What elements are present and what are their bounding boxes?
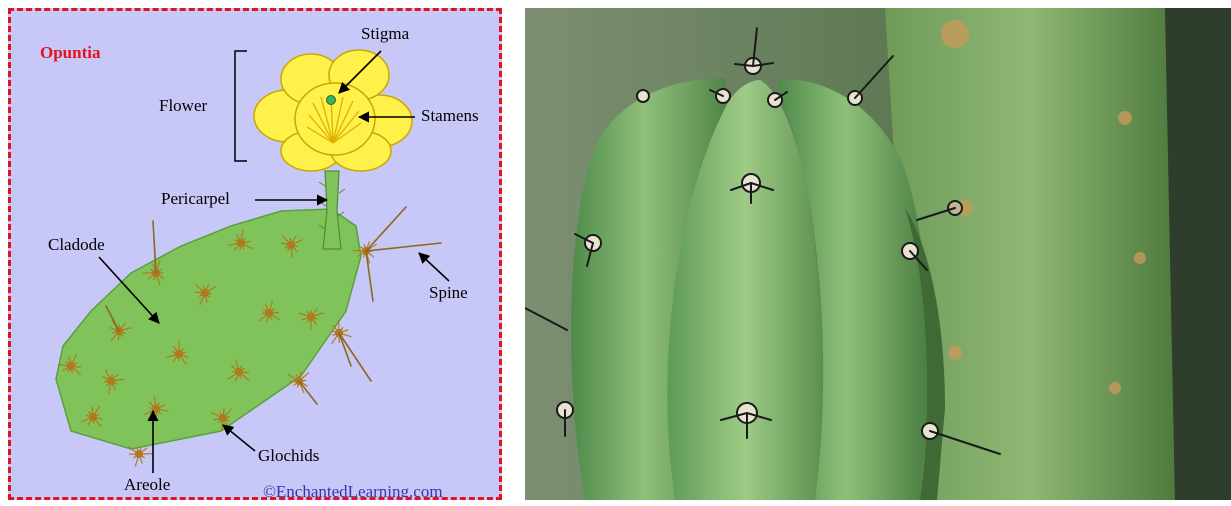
label-areole: Areole bbox=[124, 476, 170, 493]
spine-arrow bbox=[419, 253, 449, 281]
label-pericarpel: Pericarpel bbox=[161, 190, 230, 207]
flower-petals bbox=[254, 50, 412, 171]
label-spine: Spine bbox=[429, 284, 468, 301]
diagram-drawing bbox=[11, 11, 499, 497]
label-stigma: Stigma bbox=[361, 25, 409, 42]
flower-bracket bbox=[235, 51, 247, 161]
glochids-arrow bbox=[223, 425, 255, 451]
label-flower: Flower bbox=[159, 97, 207, 114]
stigma-dot bbox=[327, 96, 336, 105]
label-glochids: Glochids bbox=[258, 447, 319, 464]
diagram-title: Opuntia bbox=[40, 44, 100, 61]
opuntia-diagram: Opuntia Stigma Flower Stamens Pericarpel… bbox=[8, 8, 502, 500]
cactus-photo-drawing bbox=[525, 8, 1231, 500]
credit-text: ©EnchantedLearning.com bbox=[263, 483, 443, 500]
label-stamens: Stamens bbox=[421, 107, 479, 124]
label-cladode: Cladode bbox=[48, 236, 105, 253]
cactus-photo bbox=[525, 8, 1231, 500]
areole bbox=[128, 447, 152, 467]
